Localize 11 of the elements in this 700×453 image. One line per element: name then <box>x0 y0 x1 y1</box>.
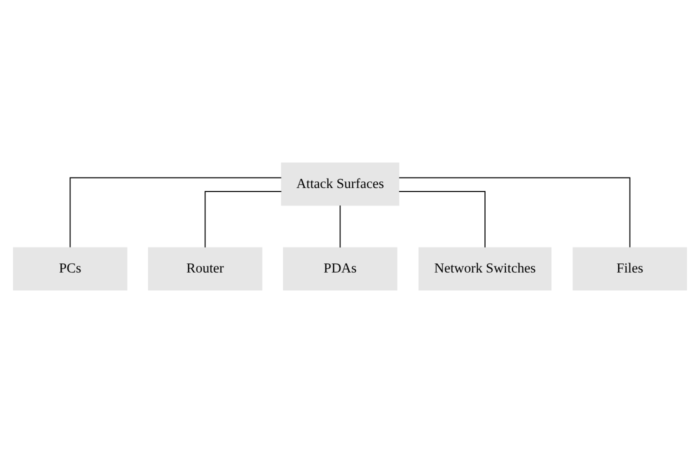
connector <box>70 177 282 248</box>
node-box: PDAs <box>283 247 398 291</box>
node-box: Network Switches <box>418 247 552 291</box>
connector <box>398 177 630 248</box>
connector <box>340 205 341 248</box>
node-box: Router <box>148 247 262 291</box>
connector <box>398 191 486 248</box>
node-box: Attack Surfaces <box>281 162 400 206</box>
node-box: PCs <box>13 247 128 291</box>
node-box: Files <box>572 247 687 291</box>
connector <box>204 191 282 248</box>
